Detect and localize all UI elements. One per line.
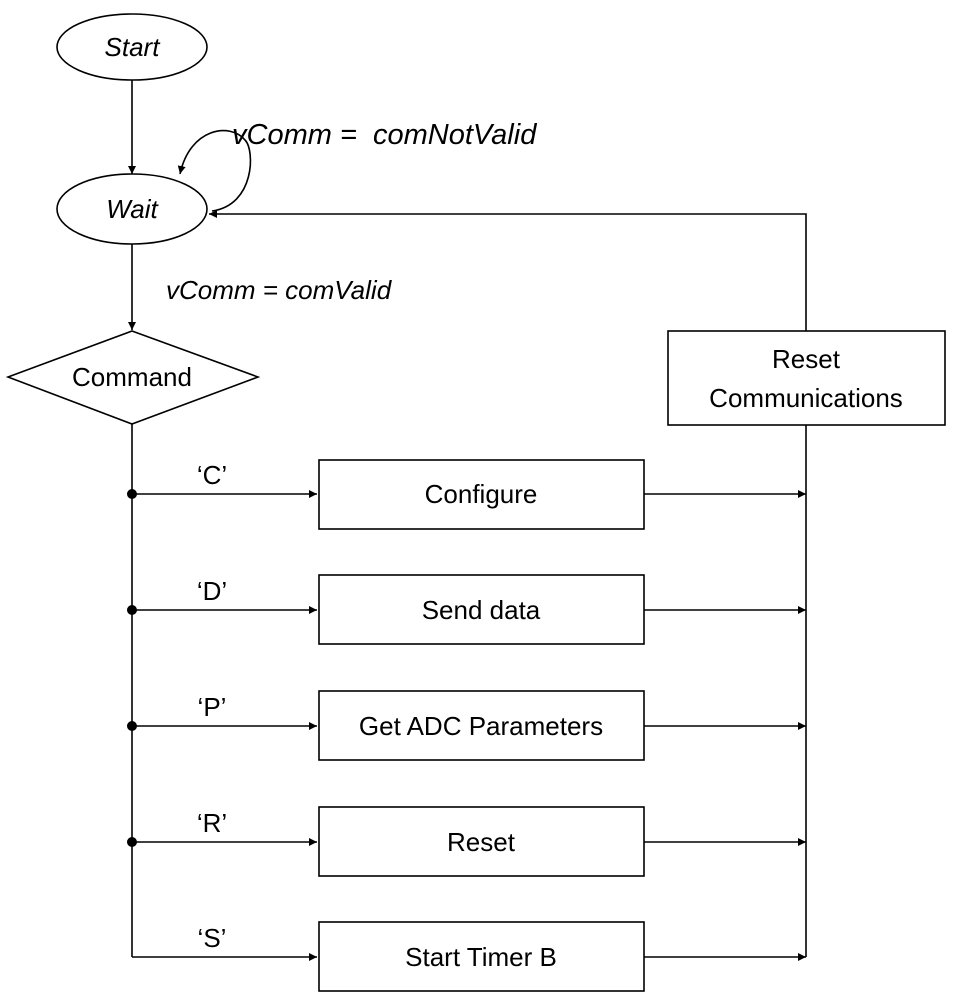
start-timer-label: Start Timer B [405,942,557,972]
label-comm-valid: vComm = comValid [166,275,393,305]
send-data-label: Send data [422,595,541,625]
reset-communications-box [667,330,946,426]
start-timer-box [318,921,645,992]
edge-wait-self-loop [177,129,252,212]
label-comm-not-valid: vComm = comNotValid [232,119,537,151]
label-branch-c: ‘C’ [197,460,227,490]
reset-box [318,806,645,877]
reset-communications-label-1: Reset [772,344,841,374]
label-branch-s: ‘S’ [198,923,227,953]
start-label: Start [105,32,162,62]
reset-label: Reset [447,827,516,857]
label-branch-p: ‘P’ [198,692,227,722]
reset-communications-label-2: Communications [709,383,903,413]
edge-reset-comm-to-wait [209,210,807,331]
label-branch-d: ‘D’ [197,576,227,606]
get-adc-box [318,690,645,761]
configure-label: Configure [425,479,538,509]
label-branch-r: ‘R’ [197,808,227,838]
command-label: Command [72,362,192,392]
get-adc-label: Get ADC Parameters [359,711,603,741]
send-data-box [318,574,645,645]
wait-label: Wait [106,194,159,224]
